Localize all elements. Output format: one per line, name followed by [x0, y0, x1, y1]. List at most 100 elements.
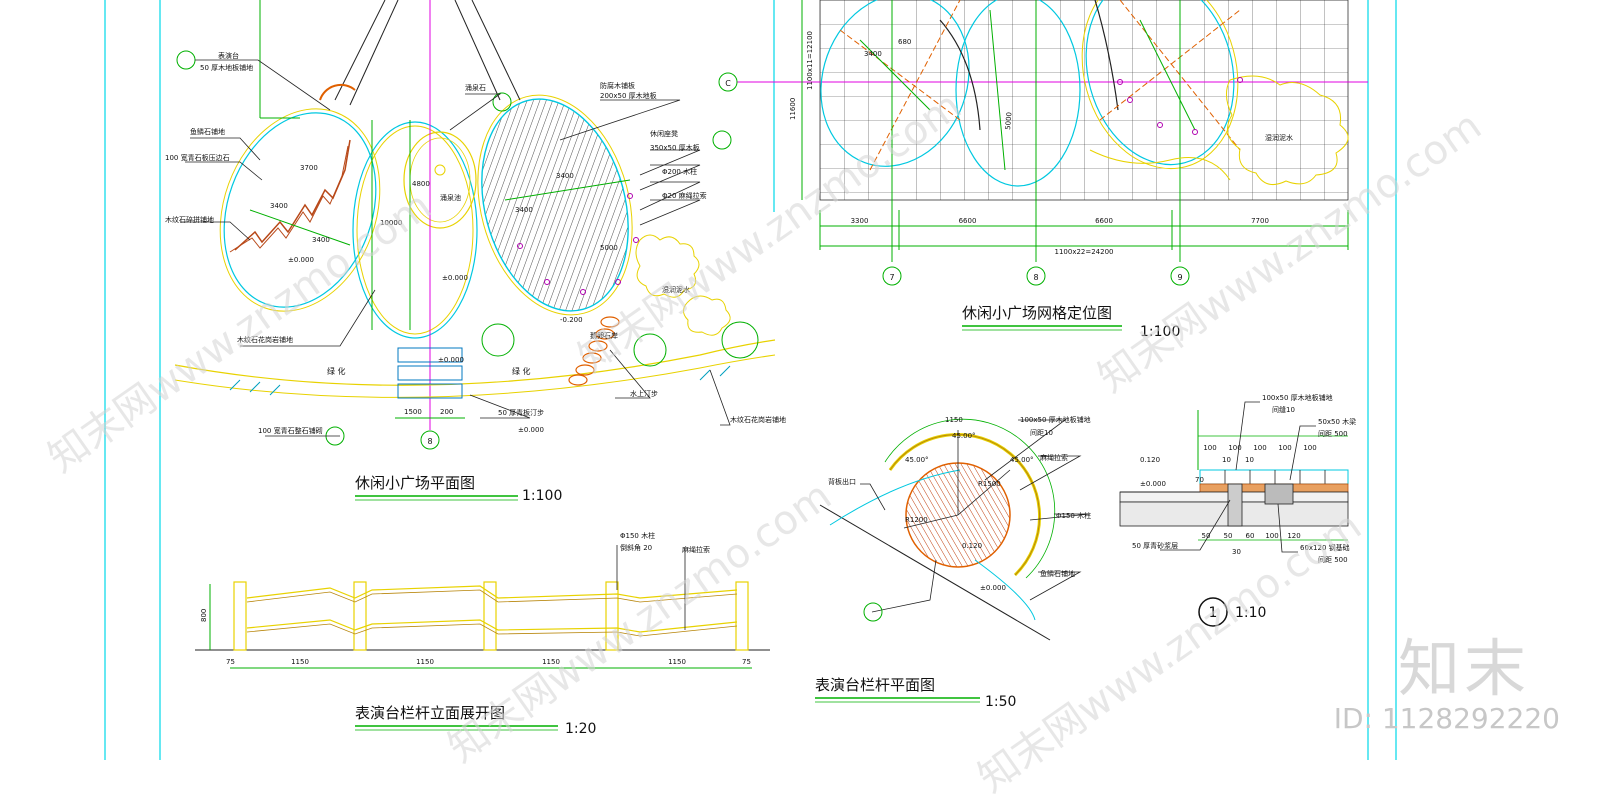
detail-joist: 50x50 木梁	[1318, 417, 1356, 426]
railing-plan-angle-1: 45.00°	[952, 432, 976, 440]
dim-5000: 5000	[600, 244, 618, 252]
dim-1500: 1500	[404, 408, 422, 416]
cad-sheet: 8 表演台 50 厚木地板铺地 鱼鳞石铺地 100 宽青石板压边石	[104, 0, 1397, 760]
detail-beam-gap: 间距 500	[1318, 556, 1348, 564]
railing-post-note: 倒斜角 20	[620, 543, 652, 552]
detail-dim-top: 100	[1253, 444, 1266, 452]
label-green1: 绿 化	[327, 366, 346, 376]
plaza-plan: 8 表演台 50 厚木地板铺地 鱼鳞石铺地 100 宽青石板压边石	[165, 0, 786, 504]
grid-axis-9: 9	[1177, 273, 1182, 282]
grid-dims: 3300 6600 6600 7700	[851, 217, 1269, 225]
railing-plan-r1500: R1500	[978, 480, 1001, 488]
railing-plan-angle-2: 45.00°	[905, 456, 929, 464]
label-stage: 表演台	[218, 51, 239, 60]
plaza-plan-title: 休闲小广场平面图	[355, 474, 475, 492]
dim-3400-a: 3400	[270, 202, 288, 210]
grid-dim-text: 6600	[959, 217, 977, 225]
grid-plan: C 11600 1100x11=12100	[718, 0, 1368, 340]
label-edge-stone: 100 宽青石整石铺砌	[258, 426, 323, 435]
label-joist: 休闲座凳	[650, 129, 678, 138]
label-fountain: 涌泉池	[440, 193, 461, 202]
label-sandstone: 木纹石花岗岩铺地	[237, 335, 293, 344]
detail-dim-30: 30	[1232, 548, 1241, 556]
detail-floor: 100x50 厚木地板铺地	[1262, 393, 1333, 402]
railing-posts	[233, 581, 749, 651]
detail-dim-top: 100	[1203, 444, 1216, 452]
sheet-frame	[104, 0, 1397, 760]
grid-dim-text: 7700	[1251, 217, 1269, 225]
label-post: Φ200 木柱	[662, 167, 697, 176]
grid-dim-5000: 5000	[1004, 112, 1014, 130]
railing-elevation-title: 表演台栏杆立面展开图	[355, 704, 505, 722]
railing-end-left: 75	[226, 658, 235, 666]
grid-dim-text: 6600	[1095, 217, 1113, 225]
label-fountain-stone: 涌泉石	[465, 83, 486, 92]
detail-top-elev: 0.120	[1140, 456, 1160, 464]
railing-plan-angle-3: 45.00°	[1010, 456, 1034, 464]
label-deck: 防腐木铺板	[600, 81, 635, 90]
label-green2: 绿 化	[512, 366, 531, 376]
plaza-axis-label: 8	[427, 437, 432, 446]
railing-elevation-scale: 1:20	[565, 721, 596, 737]
railing-plan-span: 1150	[945, 416, 963, 424]
grid-vertical-label: 1100x11=12100	[806, 31, 814, 90]
railing-plan-floor: 100x50 厚木地板铺地	[1020, 415, 1091, 424]
label-stone-paving: 鱼鳞石铺地	[190, 127, 225, 136]
detail-dim-bottom: 100	[1265, 532, 1278, 540]
railing-post	[233, 581, 247, 651]
grid-dim-text: 3300	[851, 217, 869, 225]
grid-total-dim: 1100x22=24200	[1055, 248, 1114, 256]
railing-post	[605, 581, 619, 651]
dim-200: 200	[440, 408, 453, 416]
detail-dim-10b: 10	[1245, 456, 1254, 464]
railing-rope-label: 麻绳拉索	[682, 545, 710, 554]
railing-end-right: 75	[742, 658, 751, 666]
railing-plan-rope: 麻绳拉索	[1040, 453, 1068, 462]
detail-gap: 间缝10	[1272, 405, 1295, 414]
detail-dim-bottom: 60	[1246, 532, 1255, 540]
label-timber-edge: 木纹石碎拼铺地	[165, 215, 214, 224]
railing-span-text: 1150	[291, 658, 309, 666]
detail-dims-bottom: 50 50 60 100 120	[1202, 532, 1301, 540]
label-elev-neg: -0.200	[560, 316, 583, 324]
detail-1-label: 1	[1209, 605, 1218, 621]
grid-axis-7: 7	[889, 273, 894, 282]
railing-plan-center: 0.120	[962, 542, 982, 550]
railing-height: 800	[200, 609, 208, 622]
railing-plan-stone: 鱼鳞石铺地	[1040, 569, 1075, 578]
railing-plan-entry: 背板出口	[828, 477, 856, 486]
detail-dim-top: 100	[1278, 444, 1291, 452]
dim-3400-c: 3400	[556, 172, 574, 180]
detail-joist-gap: 间距 500	[1318, 430, 1348, 438]
detail-dim-bottom: 120	[1287, 532, 1300, 540]
grid-dim-3400: 3400	[864, 50, 882, 58]
detail-dim-top: 100	[1303, 444, 1316, 452]
dim-10000: 10000	[380, 219, 402, 227]
label-wetland: 湿润泥水	[662, 285, 690, 294]
detail-dims-top: 100 100 100 100 100	[1203, 444, 1316, 452]
detail-dim-10a: 10	[1222, 456, 1231, 464]
railing-plan-elev: ±0.000	[980, 584, 1006, 592]
grid-plan-scale: 1:100	[1140, 324, 1180, 340]
railing-post	[353, 581, 367, 651]
label-cobble: 鹅卵石岸	[590, 331, 618, 340]
dim-4800: 4800	[412, 180, 430, 188]
detail-dim-bottom: 50	[1202, 532, 1211, 540]
grid-axis-8: 8	[1033, 273, 1038, 282]
brand-logo: 知末	[1397, 632, 1530, 705]
dim-3400-d: 3400	[515, 206, 533, 214]
label-stepping: 50 厚青板汀步	[498, 408, 544, 417]
railing-span-text: 1150	[668, 658, 686, 666]
railing-plan-scale: 1:50	[985, 694, 1016, 710]
grid-dim-680: 680	[898, 38, 911, 46]
grid-plan-title: 休闲小广场网格定位图	[962, 304, 1112, 322]
detail-dim-bottom: 50	[1224, 532, 1233, 540]
detail-zero-elev: ±0.000	[1140, 480, 1166, 488]
brand-id: ID: 1128292220	[1333, 702, 1560, 735]
railing-post-label: Φ150 木柱	[620, 531, 655, 540]
detail-1-scale: 1:10	[1235, 605, 1266, 621]
railing-plan-r1200: R1200	[905, 516, 928, 524]
label-water-step: 水上汀步	[630, 389, 658, 398]
detail-dim-top: 100	[1228, 444, 1241, 452]
